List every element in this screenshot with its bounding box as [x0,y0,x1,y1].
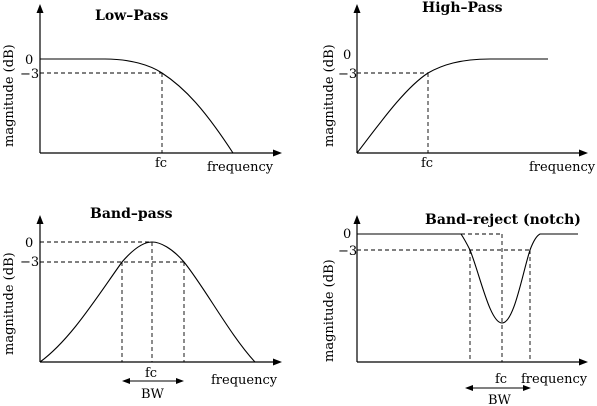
highpass-y-arrow [353,4,361,13]
bandreject-title: Band–reject (notch) [425,212,581,228]
bandreject-y0-tick: 0 [343,227,351,242]
lowpass-y-label: magnitude (dB) [2,44,17,147]
highpass-panel: High–Pass magnitude (dB) 0 −3 fc frequen… [322,0,596,175]
bandpass-y-arrow [36,215,44,224]
highpass-x-label: frequency [529,160,596,175]
bandreject-response-curve [357,233,578,324]
bandreject-panel: Band–reject (notch) magnitude (dB) 0 −3 … [322,212,588,406]
bandpass-title: Band–pass [90,206,173,222]
highpass-y3-tick: −3 [338,67,357,82]
bandpass-bw-right-arrow [176,378,184,384]
lowpass-x-arrow [273,149,282,157]
bandpass-y0-tick: 0 [25,236,33,251]
bandpass-x-arrow [273,358,282,366]
lowpass-y3-tick: −3 [20,67,39,82]
lowpass-title: Low–Pass [95,8,168,24]
bandpass-y3-tick: −3 [20,255,39,270]
bandreject-y-arrow [353,215,361,224]
bandpass-panel: Band–pass magnitude (dB) 0 −3 fc frequen… [2,206,282,402]
bandreject-bw-left-arrow [465,385,473,391]
bandpass-response-curve [39,241,256,363]
bandpass-y-label: magnitude (dB) [2,252,17,355]
bandreject-x-label: frequency [521,372,588,387]
bandpass-bw-left-arrow [122,378,130,384]
lowpass-panel: Low–Pass magnitude (dB) 0 −3 fc frequenc… [2,4,282,175]
bandreject-x-arrow [579,358,588,366]
highpass-y-label: magnitude (dB) [322,44,337,147]
bandpass-x-label: frequency [211,373,278,388]
bandreject-y-label: magnitude (dB) [322,259,337,362]
bandpass-bw-label: BW [141,387,165,402]
lowpass-x-label: frequency [207,160,274,175]
highpass-y0-tick: 0 [343,48,351,63]
lowpass-y0-tick: 0 [25,53,33,68]
bandreject-bw-right-arrow [523,385,531,391]
bandreject-y3-tick: −3 [338,244,357,259]
highpass-fc-label: fc [421,156,433,171]
lowpass-fc-label: fc [155,156,167,171]
bandreject-fc-label: fc [495,372,507,387]
highpass-x-arrow [579,149,588,157]
highpass-title: High–Pass [422,0,503,16]
bandreject-bw-label: BW [488,393,512,406]
bandpass-fc-label: fc [145,366,157,381]
lowpass-y-arrow [36,4,44,13]
